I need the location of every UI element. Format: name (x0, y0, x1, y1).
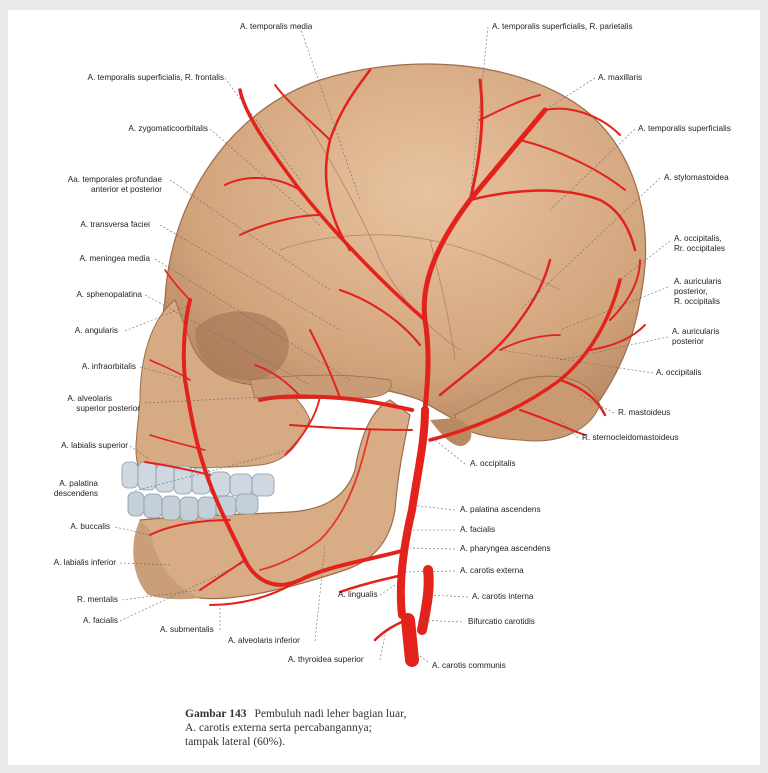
label-palatina-descendens-2: descendens (54, 489, 98, 498)
label-carotis-interna: A. carotis interna (472, 592, 534, 601)
label-carotis-externa: A. carotis externa (460, 566, 524, 575)
arteries (144, 68, 646, 667)
label-alveolaris: A. alveolaris (67, 394, 112, 403)
mastoid-process (430, 418, 472, 447)
label-labialis-inferior: A. labialis inferior (54, 558, 117, 567)
label-temporalis-superficialis: A. temporalis superficialis (638, 124, 731, 133)
label-alveolaris-inferior: A. alveolaris inferior (228, 636, 300, 645)
label-occipitalis-rr-2: Rr. occipitales (674, 244, 725, 253)
labels-left: A. temporalis superficialis, R. frontali… (54, 73, 224, 625)
artery-carotis-communis (401, 613, 419, 667)
label-auricularis-posterior: A. auricularis (672, 327, 719, 336)
label-mentalis: R. mentalis (77, 595, 118, 604)
caption-line-1: Gambar 143 Pembuluh nadi leher bagian lua… (185, 707, 585, 721)
zygomatic-arch (249, 374, 392, 400)
caption-line-2: A. carotis externa serta percabangannya; (185, 722, 372, 734)
teeth-lower (127, 491, 259, 522)
label-alveolaris-2: superior posterior (76, 404, 140, 413)
label-temporales-profundae-2: anterior et posterior (91, 185, 162, 194)
label-zygomaticoorbitalis: A. zygomaticoorbitalis (128, 124, 208, 133)
artery-ramus-frontalis (238, 88, 427, 322)
label-bifurcatio-carotidis: Bifurcatio carotidis (468, 617, 535, 626)
label-stylomastoidea: A. stylomastoidea (664, 173, 729, 182)
chin (133, 520, 200, 600)
label-labialis-superior: A. labialis superior (61, 441, 128, 450)
labels-bottom: A. lingualis A. submentalis A. alveolari… (160, 590, 378, 664)
label-angularis: A. angularis (75, 326, 118, 335)
label-temporales-profundae: Aa. temporales profundae (68, 175, 163, 184)
mandible (139, 399, 411, 600)
label-lingualis: A. lingualis (338, 590, 378, 599)
label-temporalis-media: A. temporalis media (240, 22, 313, 31)
label-facialis-right: A. facialis (460, 525, 495, 534)
label-auricularis-posterior-2: posterior (672, 337, 704, 346)
label-sphenopalatina: A. sphenopalatina (76, 290, 142, 299)
label-auricularis-posterior-occ-2: posterior, (674, 287, 708, 296)
label-occipitalis-upper: A. occipitalis (656, 368, 702, 377)
label-sternocleidomastoideus: R. sternocleidomastoideus (582, 433, 678, 442)
labels-right: A. maxillaris A. temporalis superficiali… (432, 73, 731, 670)
label-transversa-faciei: A. transversa faciei (80, 220, 150, 229)
label-palatina-ascendens: A. palatina ascendens (460, 505, 541, 514)
label-occipitalis-rr: A. occipitalis, (674, 234, 722, 243)
label-infraorbitalis: A. infraorbitalis (82, 362, 136, 371)
label-carotis-communis: A. carotis communis (432, 661, 506, 670)
label-buccalis: A. buccalis (70, 522, 110, 531)
label-palatina-descendens: A. palatina (59, 479, 98, 488)
label-temporalis-superficialis-parietalis: A. temporalis superficialis, R. parietal… (492, 22, 633, 31)
label-meningea-media: A. meningea media (79, 254, 150, 263)
artery-carotis-interna (417, 565, 434, 635)
labels-top: A. temporalis media A. temporalis superf… (240, 22, 633, 31)
orbit (195, 311, 289, 381)
label-mastoideus: R. mastoideus (618, 408, 670, 417)
caption-text-1: Pembuluh nadi leher bagian luar, (254, 708, 407, 720)
figure-number: Gambar 143 (185, 708, 247, 720)
label-pharyngea-ascendens: A. pharyngea ascendens (460, 544, 551, 553)
label-facialis-left: A. facialis (83, 616, 118, 625)
label-occipitalis-lower: A. occipitalis (470, 459, 516, 468)
figure-caption: Gambar 143 Pembuluh nadi leher bagian lua… (185, 707, 585, 749)
label-submentalis: A. submentalis (160, 625, 214, 634)
label-thyroidea-superior: A. thyroidea superior (288, 655, 364, 664)
artery-temporalis-superficialis (421, 107, 548, 413)
label-auricularis-posterior-occ-3: R. occipitalis (674, 297, 720, 306)
caption-line-3: tampak lateral (60%). (185, 736, 285, 748)
label-auricularis-posterior-occ: A. auricularis (674, 277, 721, 286)
artery-carotis-externa (396, 406, 429, 619)
leader-lines (114, 26, 671, 663)
skull-sutures (279, 109, 561, 361)
label-frontalis: A. temporalis superficialis, R. frontali… (87, 73, 224, 82)
label-maxillaris: A. maxillaris (598, 73, 642, 82)
